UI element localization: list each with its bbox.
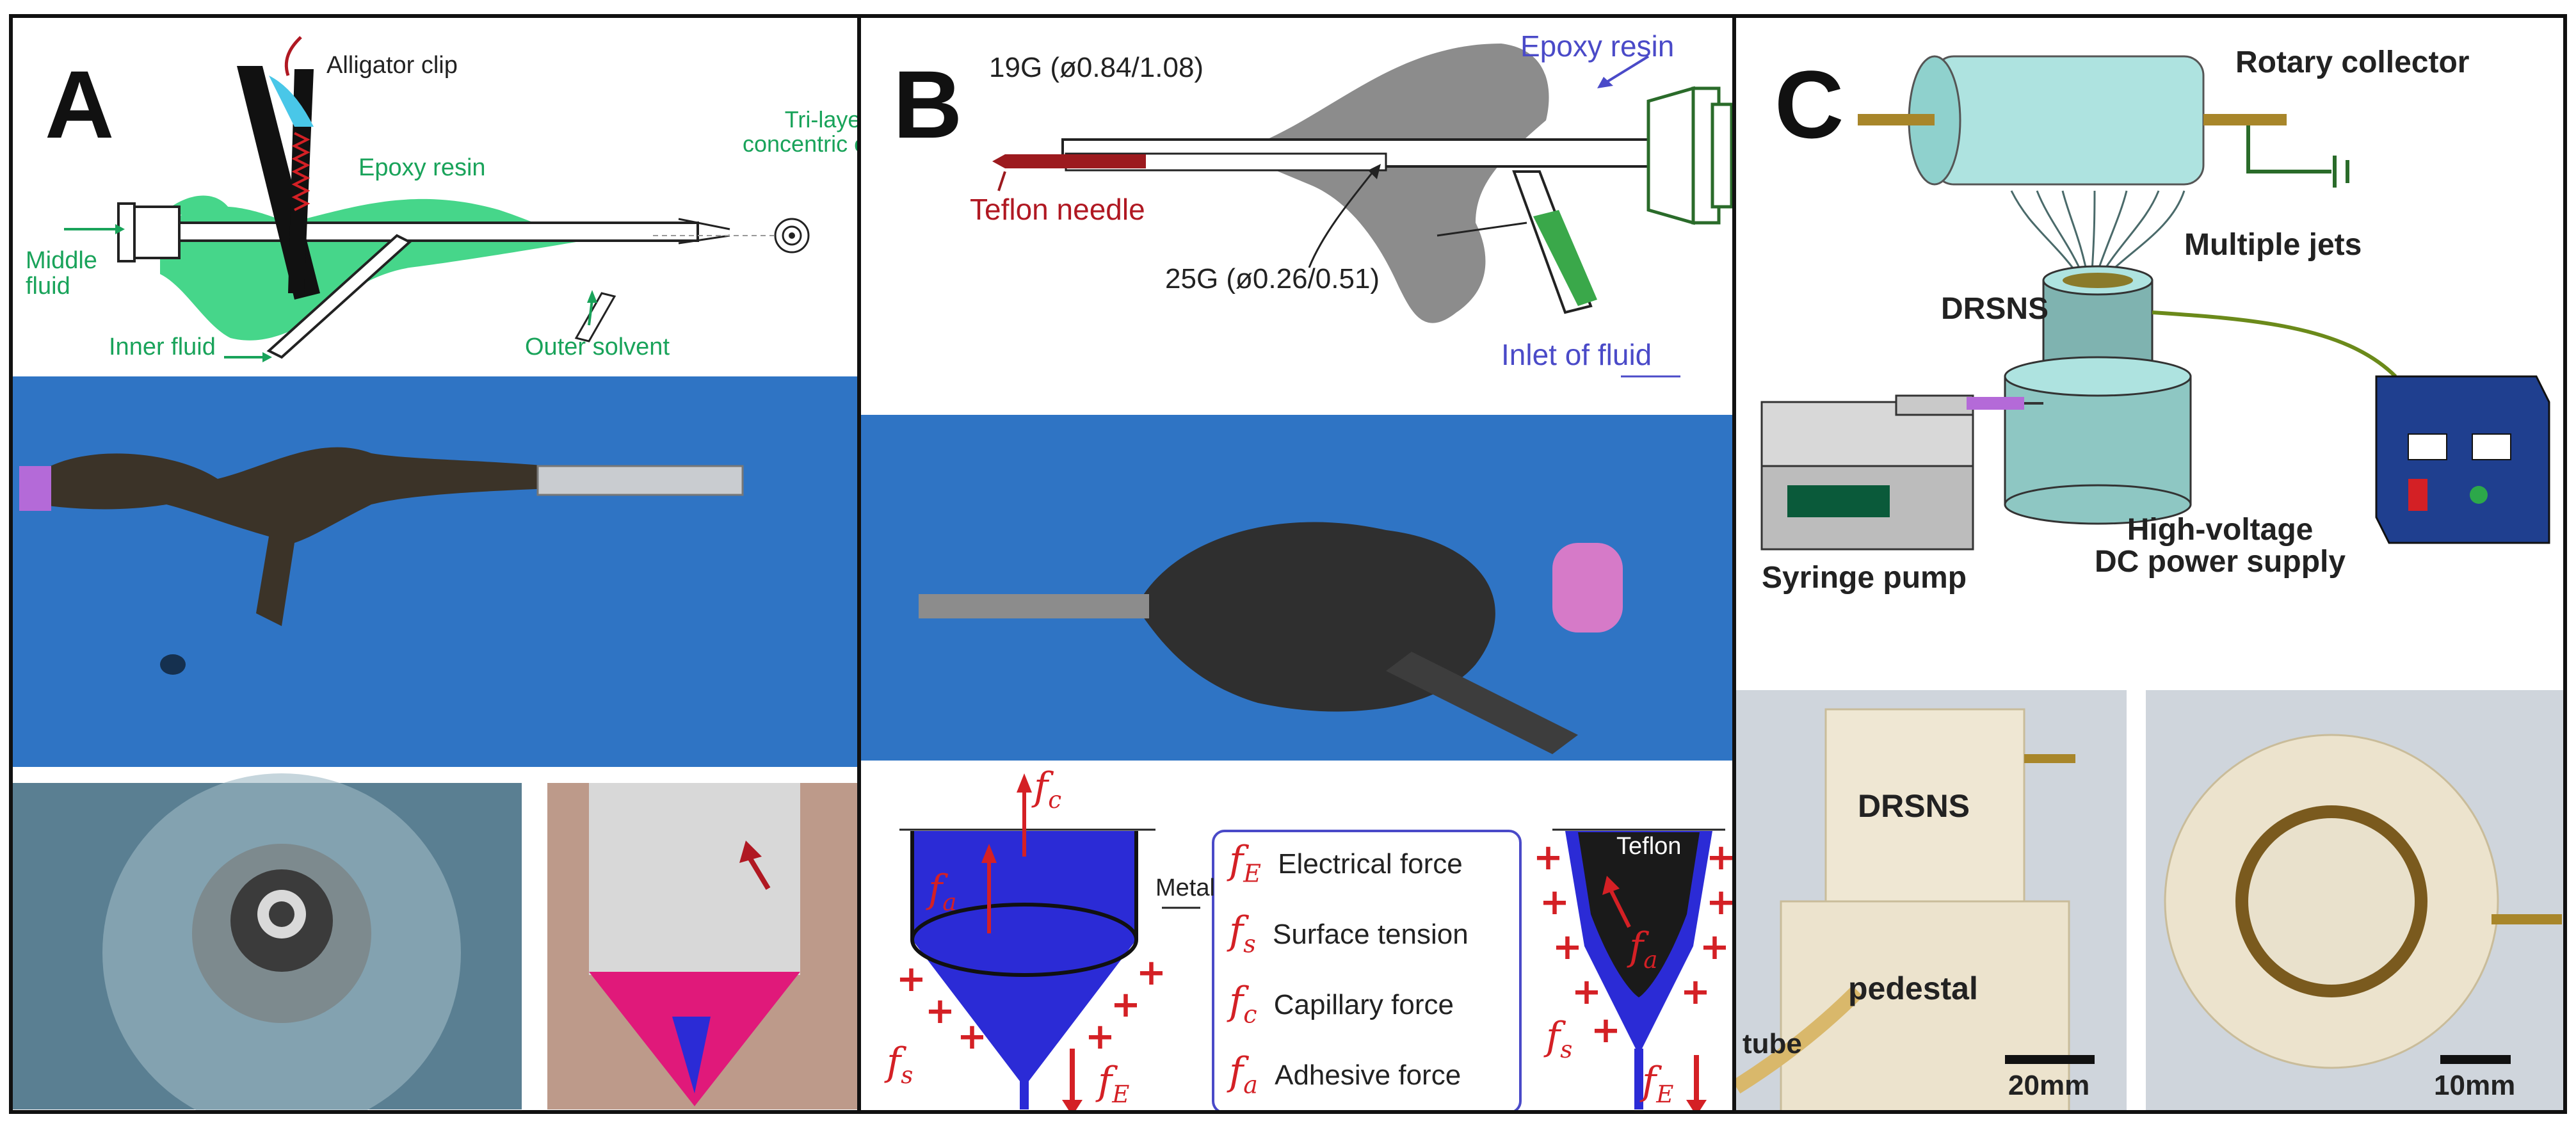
legend-item-surface: fs Surface tension bbox=[1229, 911, 1469, 957]
legend-item-electrical: fE Electrical force bbox=[1229, 841, 1463, 887]
svg-text:+: + bbox=[896, 958, 926, 1000]
panel-b-letter: B bbox=[893, 51, 963, 158]
force-fe-symbol-teflon: fE bbox=[1642, 1059, 1674, 1109]
force-fc-sub: c bbox=[1048, 786, 1062, 814]
label-metal: Metal bbox=[1155, 874, 1215, 901]
concentric-outlet-icon bbox=[774, 218, 810, 254]
legend-adhesive-symbol: f bbox=[1229, 1049, 1244, 1094]
force-fa-symbol-teflon: fa bbox=[1629, 924, 1658, 974]
label-inlet-of-fluid: Inlet of fluid bbox=[1501, 338, 1652, 371]
panel-b: +++ +++ +++ ++ +++ + B 19G (ø0.84/1.08) … bbox=[857, 14, 1736, 1114]
force-fa-sub-metal: a bbox=[942, 888, 957, 917]
main-needle bbox=[172, 222, 699, 242]
label-middle-line1: Middle bbox=[26, 247, 97, 274]
svg-text:+: + bbox=[1540, 882, 1570, 923]
label-scale-20mm: 20mm bbox=[2008, 1070, 2090, 1101]
teflon-needle bbox=[1005, 154, 1146, 168]
hv-power-supply bbox=[2375, 375, 2550, 544]
label-pedestal: pedestal bbox=[1848, 971, 1978, 1006]
label-photo-drsns: DRSNS bbox=[1858, 788, 1970, 824]
label-tri-layer-line2: concentric outlet bbox=[743, 130, 857, 157]
legend-adhesive-sub: a bbox=[1243, 1070, 1258, 1099]
svg-text:+: + bbox=[1706, 837, 1736, 878]
label-hv-line2: DC power supply bbox=[2095, 545, 2346, 579]
svg-text:+: + bbox=[1700, 926, 1730, 968]
label-middle-line2: fluid bbox=[26, 272, 70, 300]
legend-surface-text: Surface tension bbox=[1272, 919, 1469, 950]
label-19g: 19G (ø0.84/1.08) bbox=[989, 52, 1204, 83]
force-fe-sub-teflon: E bbox=[1656, 1080, 1674, 1109]
force-fc-symbol: fc bbox=[1034, 764, 1062, 814]
legend-surface-symbol: f bbox=[1229, 908, 1244, 953]
label-tri-layer-line1: Tri-layer bbox=[784, 106, 861, 133]
label-outer-solvent: Outer solvent bbox=[525, 334, 670, 360]
panel-a: A Alligator clip Epoxy resin Tri-layer c… bbox=[9, 14, 861, 1114]
svg-text:+: + bbox=[1591, 1010, 1621, 1051]
force-fa-symbol-metal: fa bbox=[928, 867, 957, 917]
label-tri-layer: Tri-layer concentric outlet bbox=[743, 106, 861, 157]
label-epoxy-resin-a: Epoxy resin bbox=[358, 154, 486, 181]
svg-text:+: + bbox=[1085, 1016, 1115, 1058]
panel-c-drawing bbox=[1736, 55, 2563, 1110]
legend-capillary-text: Capillary force bbox=[1273, 989, 1454, 1020]
svg-text:+: + bbox=[1706, 882, 1736, 923]
label-rotary-collector: Rotary collector bbox=[2235, 45, 2470, 79]
svg-text:+: + bbox=[1533, 837, 1563, 878]
label-alligator-clip: Alligator clip bbox=[326, 52, 458, 79]
panel-c: C Rotary collector Multiple jets DRSNS S… bbox=[1732, 14, 2567, 1114]
svg-text:+: + bbox=[1552, 926, 1582, 968]
svg-text:+: + bbox=[1680, 971, 1711, 1013]
legend-item-adhesive: fa Adhesive force bbox=[1229, 1052, 1461, 1098]
legend-electrical-text: Electrical force bbox=[1278, 848, 1463, 880]
panel-b-drawing: +++ +++ +++ ++ +++ + bbox=[861, 44, 1736, 1110]
svg-text:+: + bbox=[925, 990, 955, 1032]
legend-capillary-symbol: f bbox=[1229, 979, 1244, 1024]
force-fs-sub-metal: s bbox=[901, 1061, 914, 1090]
label-teflon-needle: Teflon needle bbox=[970, 193, 1145, 226]
scale-bar-10mm bbox=[2440, 1055, 2511, 1064]
label-epoxy-resin-b: Epoxy resin bbox=[1520, 29, 1675, 63]
scale-bar-20mm bbox=[2005, 1055, 2095, 1064]
svg-text:+: + bbox=[957, 1016, 987, 1058]
epoxy-blob-b bbox=[1232, 44, 1549, 323]
svg-text:+: + bbox=[1111, 984, 1141, 1026]
side-branch-a bbox=[266, 234, 412, 359]
label-middle-fluid: Middle fluid bbox=[26, 248, 97, 300]
svg-text:+: + bbox=[1572, 971, 1602, 1013]
force-fe-sub-metal: E bbox=[1112, 1080, 1130, 1109]
force-fs-sub-teflon: s bbox=[1560, 1035, 1573, 1064]
legend-surface-sub: s bbox=[1243, 930, 1256, 958]
panel-a-letter: A bbox=[45, 51, 115, 158]
label-teflon: Teflon bbox=[1616, 833, 1682, 860]
force-fs-symbol-metal: fs bbox=[887, 1040, 914, 1090]
label-hv-supply: High-voltage DC power supply bbox=[2095, 513, 2346, 579]
photo-needle-assembly-a bbox=[13, 376, 857, 767]
legend-capillary-sub: c bbox=[1243, 1000, 1257, 1029]
label-hv-line1: High-voltage bbox=[2127, 513, 2314, 547]
legend-electrical-sub: E bbox=[1243, 859, 1261, 888]
force-fa-sub-teflon: a bbox=[1643, 946, 1658, 974]
force-fs-symbol-teflon: fs bbox=[1546, 1014, 1573, 1064]
rotary-collector-drum bbox=[1933, 55, 2205, 186]
svg-text:+: + bbox=[1136, 952, 1166, 994]
label-inner-fluid: Inner fluid bbox=[109, 334, 216, 360]
panel-a-drawing bbox=[13, 36, 857, 1110]
label-tube: tube bbox=[1743, 1028, 1802, 1060]
label-scale-10mm: 10mm bbox=[2434, 1070, 2516, 1101]
legend-adhesive-text: Adhesive force bbox=[1275, 1060, 1461, 1091]
legend-item-capillary: fc Capillary force bbox=[1229, 981, 1454, 1027]
label-drsns: DRSNS bbox=[1941, 292, 2049, 326]
legend-box bbox=[1212, 830, 1522, 1110]
label-syringe-pump: Syringe pump bbox=[1762, 561, 1967, 595]
hub-left-a bbox=[127, 205, 181, 259]
label-multiple-jets: Multiple jets bbox=[2184, 228, 2362, 262]
panel-c-letter: C bbox=[1775, 51, 1844, 158]
force-fe-symbol-metal: fE bbox=[1098, 1059, 1130, 1109]
legend-electrical-symbol: f bbox=[1229, 838, 1244, 883]
label-25g: 25G (ø0.26/0.51) bbox=[1165, 263, 1380, 294]
